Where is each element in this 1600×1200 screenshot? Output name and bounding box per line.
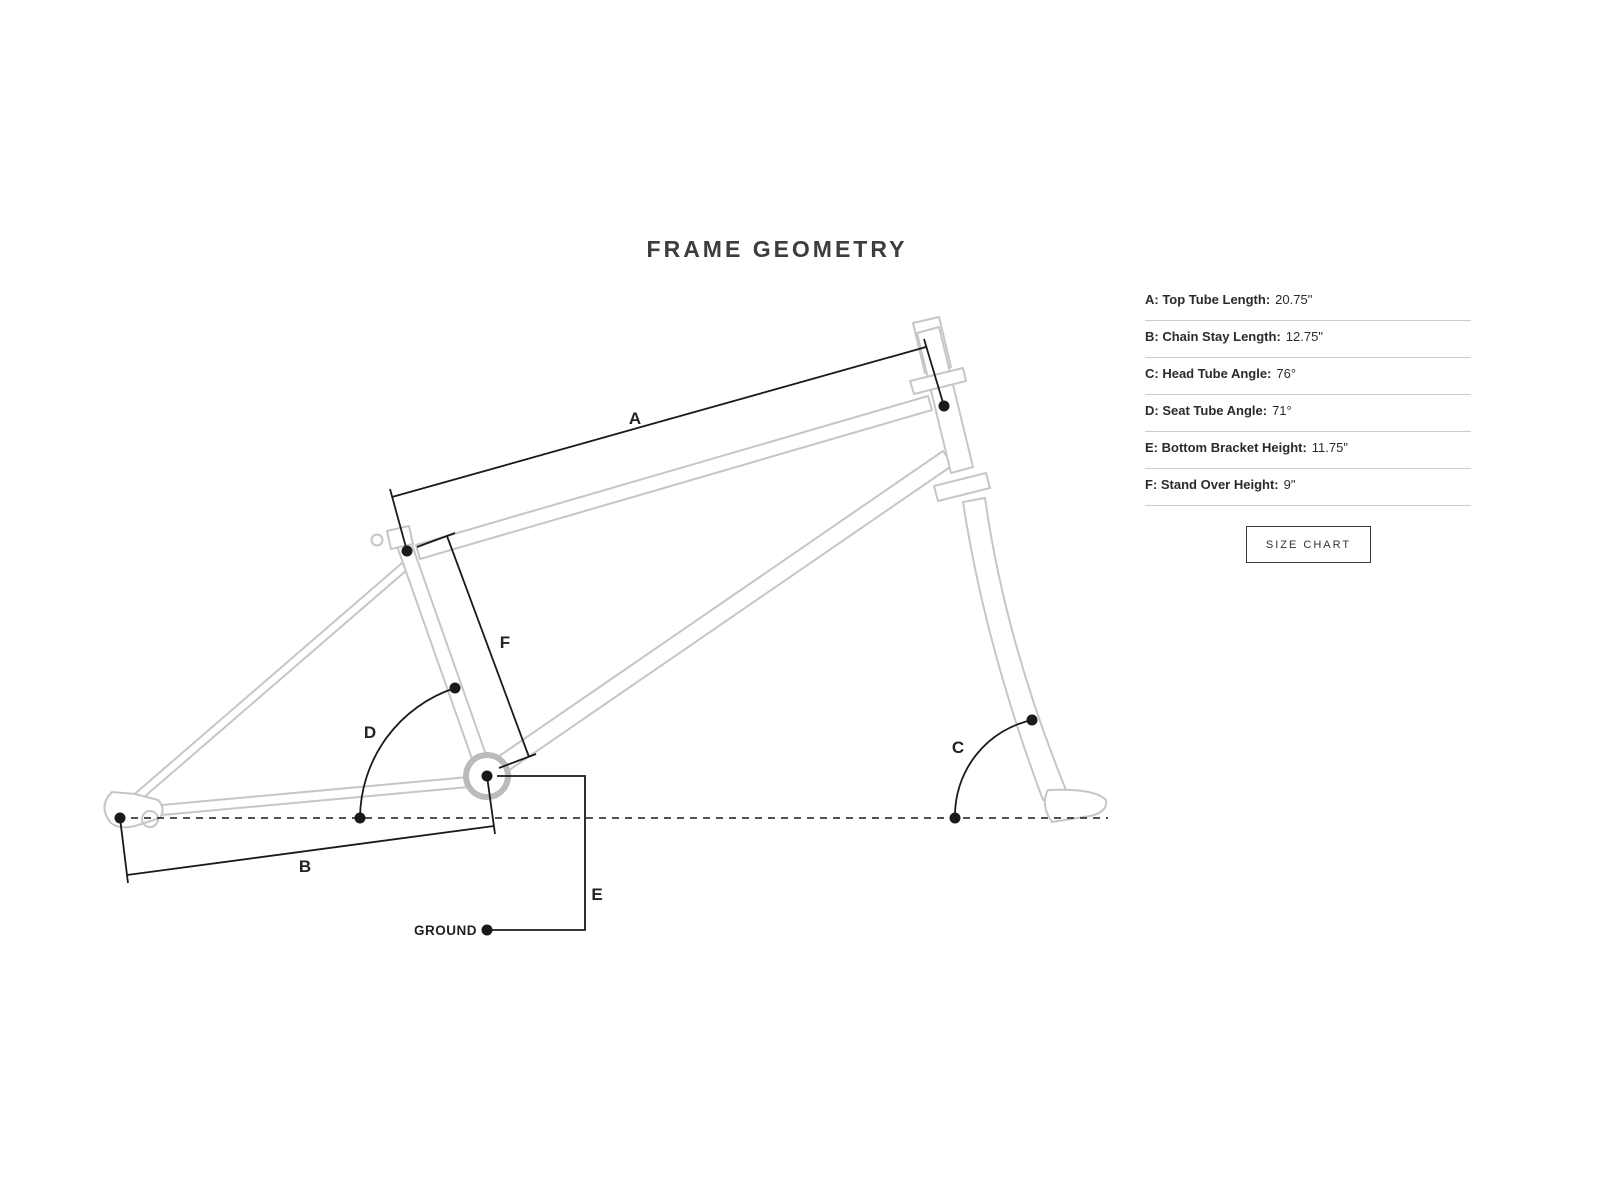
top-tube: [415, 395, 933, 560]
dimension-d-label: D: [364, 723, 376, 742]
seat-tube: [396, 541, 492, 774]
dimension-f: [416, 532, 537, 769]
seat-clamp-bolt: [370, 533, 384, 547]
spec-label: A: Top Tube Length:: [1145, 292, 1271, 307]
seat-clamp: [386, 525, 414, 550]
geometry-specs-list: A: Top Tube Length: 20.75" B: Chain Stay …: [1145, 284, 1471, 506]
spec-value: 12.75": [1285, 329, 1323, 344]
fork-blade: [962, 497, 1067, 801]
page-title: FRAME GEOMETRY: [646, 236, 908, 262]
dimension-e-label: E: [591, 885, 602, 904]
fork-point: [1026, 714, 1038, 726]
dimension-f-label: F: [500, 633, 510, 652]
seat-angle-base-point: [354, 812, 366, 824]
spec-value: 11.75": [1311, 440, 1348, 455]
spec-label: B: Chain Stay Length:: [1145, 329, 1281, 344]
spec-label: C: Head Tube Angle:: [1145, 366, 1272, 381]
dimension-b-label: B: [299, 857, 311, 876]
fork-crown: [933, 472, 991, 502]
dimension-c-arc: [954, 719, 1033, 819]
spec-row-head-tube-angle: C: Head Tube Angle: 76°: [1145, 358, 1471, 395]
bike-frame-drawing: [103, 316, 1108, 829]
spec-value: 9": [1283, 477, 1296, 492]
spec-row-stand-over-height: F: Stand Over Height: 9": [1145, 469, 1471, 506]
spec-value: 20.75": [1275, 292, 1313, 307]
front-dropout: [1043, 788, 1108, 823]
rear-axle-point: [114, 812, 126, 824]
spec-label: F: Stand Over Height:: [1145, 477, 1279, 492]
head-tube-point: [938, 400, 950, 412]
spec-label: E: Bottom Bracket Height:: [1145, 440, 1307, 455]
size-chart-button[interactable]: SIZE CHART: [1246, 526, 1371, 563]
spec-value: 71°: [1272, 403, 1292, 418]
dimension-c-label: C: [952, 738, 964, 757]
dimension-b: [119, 775, 496, 884]
spec-row-seat-tube-angle: D: Seat Tube Angle: 71°: [1145, 395, 1471, 432]
seat-cluster-point: [401, 545, 413, 557]
measurement-points: [114, 400, 1038, 936]
headset-top-cup: [909, 367, 967, 395]
bottom-bracket-point: [481, 770, 493, 782]
seat-tube-point: [449, 682, 461, 694]
spec-row-top-tube: A: Top Tube Length: 20.75": [1145, 284, 1471, 321]
seat-stay-tube: [129, 556, 416, 805]
chain-stay-tube: [139, 775, 481, 818]
spec-row-bottom-bracket-height: E: Bottom Bracket Height: 11.75": [1145, 432, 1471, 469]
rear-axle-hole: [141, 810, 159, 828]
spec-row-chain-stay: B: Chain Stay Length: 12.75": [1145, 321, 1471, 358]
dimension-a: [389, 338, 945, 552]
dimension-a-label: A: [629, 409, 641, 428]
spec-label: D: Seat Tube Angle:: [1145, 403, 1268, 418]
dimension-d-arc: [359, 687, 456, 819]
spec-value: 76°: [1276, 366, 1297, 381]
rear-dropout: [103, 791, 164, 829]
down-tube: [491, 450, 954, 776]
dimension-e: [492, 775, 586, 931]
ground-point: [481, 924, 493, 936]
ground-label: GROUND: [414, 923, 477, 938]
head-angle-base-point: [949, 812, 961, 824]
